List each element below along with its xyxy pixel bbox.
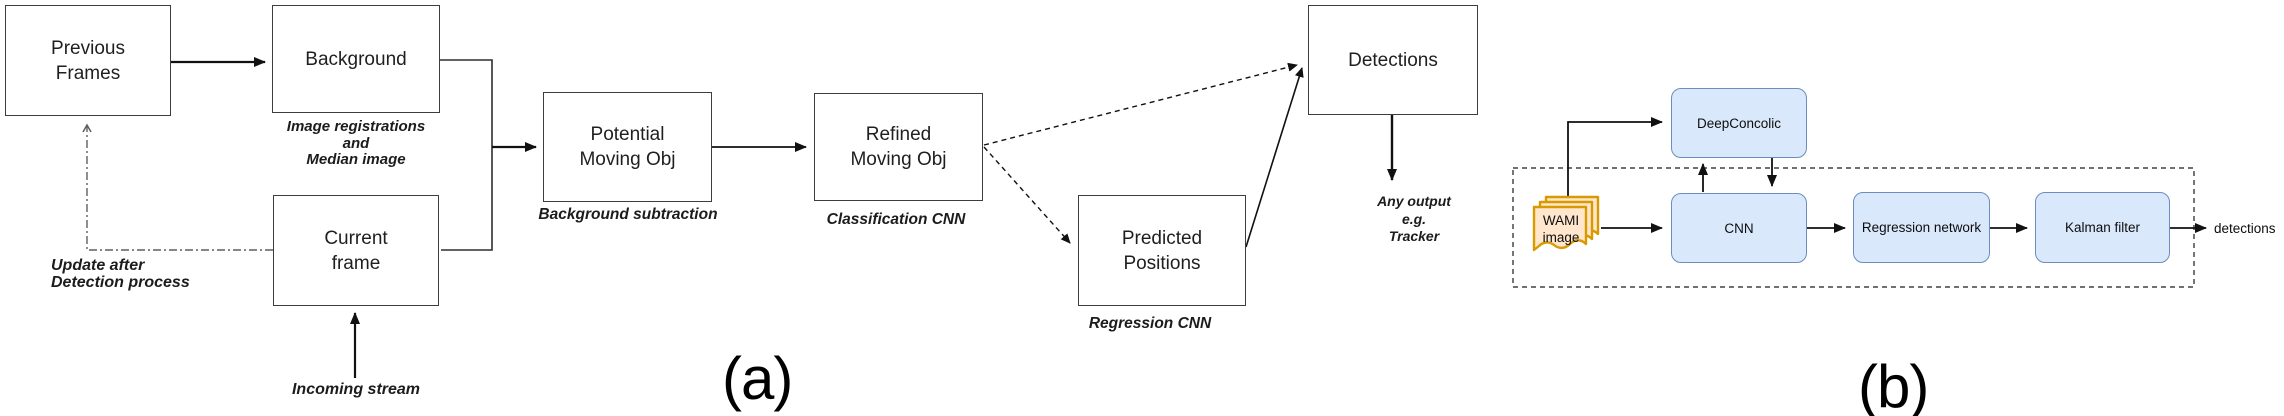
- arrow-predicted-positions-to-detections: [1245, 67, 1304, 248]
- annotation-any-output-line1: Any output: [1377, 193, 1451, 209]
- node-refined-moving-obj: Refined Moving Obj: [814, 93, 983, 201]
- node-previous-frames-line2: Frames: [55, 62, 121, 84]
- wami-image-label: WAMI image: [1530, 212, 1592, 246]
- annotation-regression-cnn-text: Regression CNN: [1088, 315, 1212, 332]
- node-regression-network: Regression network: [1853, 192, 1990, 263]
- node-previous-frames-line1: Previous: [51, 37, 125, 59]
- dashdot-update-feedback-line: [82, 123, 273, 251]
- node-potential-moving-obj: Potential Moving Obj: [543, 92, 712, 202]
- annotation-background-method-line1: Image registrations: [286, 118, 426, 135]
- annotation-update-after: Update after Detection process: [51, 257, 241, 291]
- annotation-background-method-line3: Median image: [306, 151, 406, 168]
- node-refined-moving-obj-line2: Moving Obj: [850, 149, 947, 170]
- node-predicted-positions: Predicted Positions: [1078, 195, 1246, 306]
- arrow-wami-to-deepconcolic: [1567, 117, 1663, 200]
- node-cnn: CNN: [1671, 193, 1807, 263]
- node-cnn-text: CNN: [1724, 220, 1754, 236]
- node-kalman-filter: Kalman filter: [2035, 192, 2170, 263]
- node-background-line1: Background: [305, 48, 407, 70]
- connector-background-currentframe-trunk: [440, 59, 493, 251]
- wami-image-stack-icon: [1532, 195, 1600, 252]
- annotation-background-subtraction-text: Background subtraction: [538, 206, 718, 223]
- annotation-incoming-stream-text: Incoming stream: [291, 381, 421, 398]
- annotation-background-method: Image registrations and Median image: [252, 118, 460, 169]
- node-current-frame-line1: Current: [324, 227, 388, 249]
- node-background: Background: [272, 5, 440, 113]
- node-current-frame-line2: frame: [331, 252, 381, 274]
- node-detections: Detections: [1308, 5, 1478, 115]
- node-current-frame: Current frame: [273, 195, 439, 306]
- annotation-update-after-line2: Detection process: [51, 274, 190, 291]
- annotation-incoming-stream: Incoming stream: [256, 381, 456, 398]
- annotation-any-output-line2: e.g.: [1401, 210, 1427, 227]
- figure-label-a: (a): [722, 345, 793, 412]
- node-predicted-positions-line2: Positions: [1123, 252, 1201, 274]
- dashed-arrow-refined-to-detections: [983, 62, 1298, 146]
- annotation-background-method-line2: and: [342, 134, 370, 152]
- wami-image-label-line2: image: [1542, 230, 1580, 245]
- node-potential-moving-obj-line2: Moving Obj: [579, 149, 676, 170]
- node-predicted-positions-line1: Predicted: [1121, 227, 1203, 249]
- node-deepconcolic-text: DeepConcolic: [1696, 115, 1782, 131]
- wami-image-label-line1: WAMI: [1542, 213, 1580, 228]
- node-potential-moving-obj-line1: Potential: [590, 124, 665, 145]
- node-refined-moving-obj-line1: Refined: [865, 124, 932, 145]
- node-kalman-filter-text: Kalman filter: [2064, 220, 2141, 235]
- detections-output-label: detections: [2214, 221, 2276, 236]
- annotation-background-subtraction: Background subtraction: [518, 206, 738, 223]
- annotation-classification-cnn-text: Classification CNN: [826, 211, 966, 228]
- node-regression-network-text: Regression network: [1861, 220, 1982, 235]
- annotation-update-after-line1: Update after: [51, 257, 145, 274]
- node-previous-frames: Previous Frames: [5, 5, 171, 116]
- annotation-classification-cnn: Classification CNN: [796, 211, 996, 228]
- node-detections-line1: Detections: [1348, 49, 1438, 71]
- dashed-arrow-refined-to-predicted-positions: [983, 146, 1071, 244]
- node-deepconcolic: DeepConcolic: [1671, 88, 1807, 158]
- annotation-regression-cnn: Regression CNN: [1050, 315, 1250, 332]
- figure-label-b: (b): [1858, 353, 1929, 416]
- wami-page-front: [1532, 205, 1588, 252]
- annotation-any-output-line3: Tracker: [1388, 228, 1440, 244]
- annotation-any-output: Any output e.g. Tracker: [1344, 193, 1484, 246]
